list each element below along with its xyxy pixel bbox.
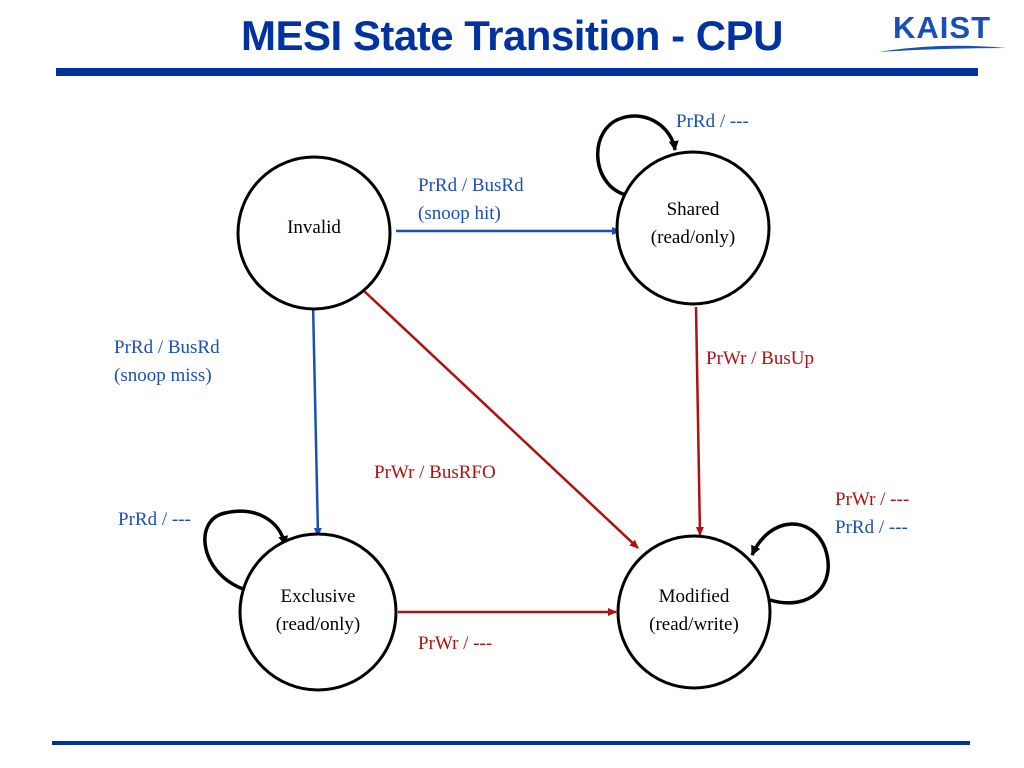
label-invalid-to-exclusive: PrRd / BusRd (snoop miss) — [114, 334, 220, 390]
state-name: Invalid — [287, 217, 341, 238]
state-name: Modified — [658, 586, 730, 607]
self-loop-exclusive — [203, 509, 289, 592]
label-line: PrWr / --- — [835, 489, 910, 510]
arrow-invalid-to-modified — [362, 289, 639, 549]
label-exclusive-to-modified: PrWr / --- — [418, 630, 492, 658]
label-line: (snoop hit) — [418, 203, 501, 224]
title-rule — [56, 68, 978, 76]
self-loop-shared — [596, 114, 679, 197]
label-invalid-to-modified: PrWr / BusRFO — [374, 459, 496, 487]
state-sub: (read/write) — [649, 614, 739, 635]
label-shared-to-modified: PrWr / BusUp — [706, 345, 814, 373]
logo-swoosh — [878, 45, 1006, 52]
state-invalid-label: Invalid — [254, 214, 374, 242]
state-name: Exclusive — [280, 586, 356, 607]
self-loop-modified — [750, 522, 830, 605]
arrow-shared-to-modified — [694, 306, 704, 536]
logo-text: KAIST — [893, 10, 991, 45]
state-shared-label: Shared (read/only) — [623, 196, 763, 252]
page-title: MESI State Transition - CPU — [241, 12, 783, 59]
label-exclusive-self: PrRd / --- — [118, 506, 191, 534]
state-shared — [615, 150, 771, 306]
state-exclusive-label: Exclusive (read/only) — [248, 583, 388, 639]
state-invalid — [236, 155, 392, 311]
state-modified-label: Modified (read/write) — [624, 583, 764, 639]
label-line: PrRd / --- — [676, 111, 749, 132]
state-exclusive — [238, 532, 398, 692]
label-line: (snoop miss) — [114, 365, 212, 386]
label-line: PrWr / BusUp — [706, 348, 814, 369]
label-line: PrRd / --- — [835, 517, 908, 538]
label-line: PrRd / BusRd — [114, 337, 220, 358]
label-line: PrWr / --- — [418, 633, 493, 654]
state-name: Shared — [666, 199, 720, 220]
label-modified-self: PrWr / --- PrRd / --- — [835, 486, 909, 542]
label-shared-self: PrRd / --- — [676, 108, 749, 136]
label-line: PrRd / --- — [118, 509, 191, 530]
label-line: PrRd / BusRd — [418, 175, 524, 196]
label-invalid-to-shared: PrRd / BusRd (snoop hit) — [418, 172, 524, 228]
arrow-invalid-to-exclusive — [311, 302, 322, 537]
state-sub: (read/only) — [275, 614, 361, 635]
state-modified — [616, 534, 772, 690]
label-line: PrWr / BusRFO — [374, 462, 496, 483]
state-sub: (read/only) — [650, 227, 736, 248]
footer-rule — [52, 741, 970, 745]
kaist-logo: KAIST — [876, 10, 1008, 56]
